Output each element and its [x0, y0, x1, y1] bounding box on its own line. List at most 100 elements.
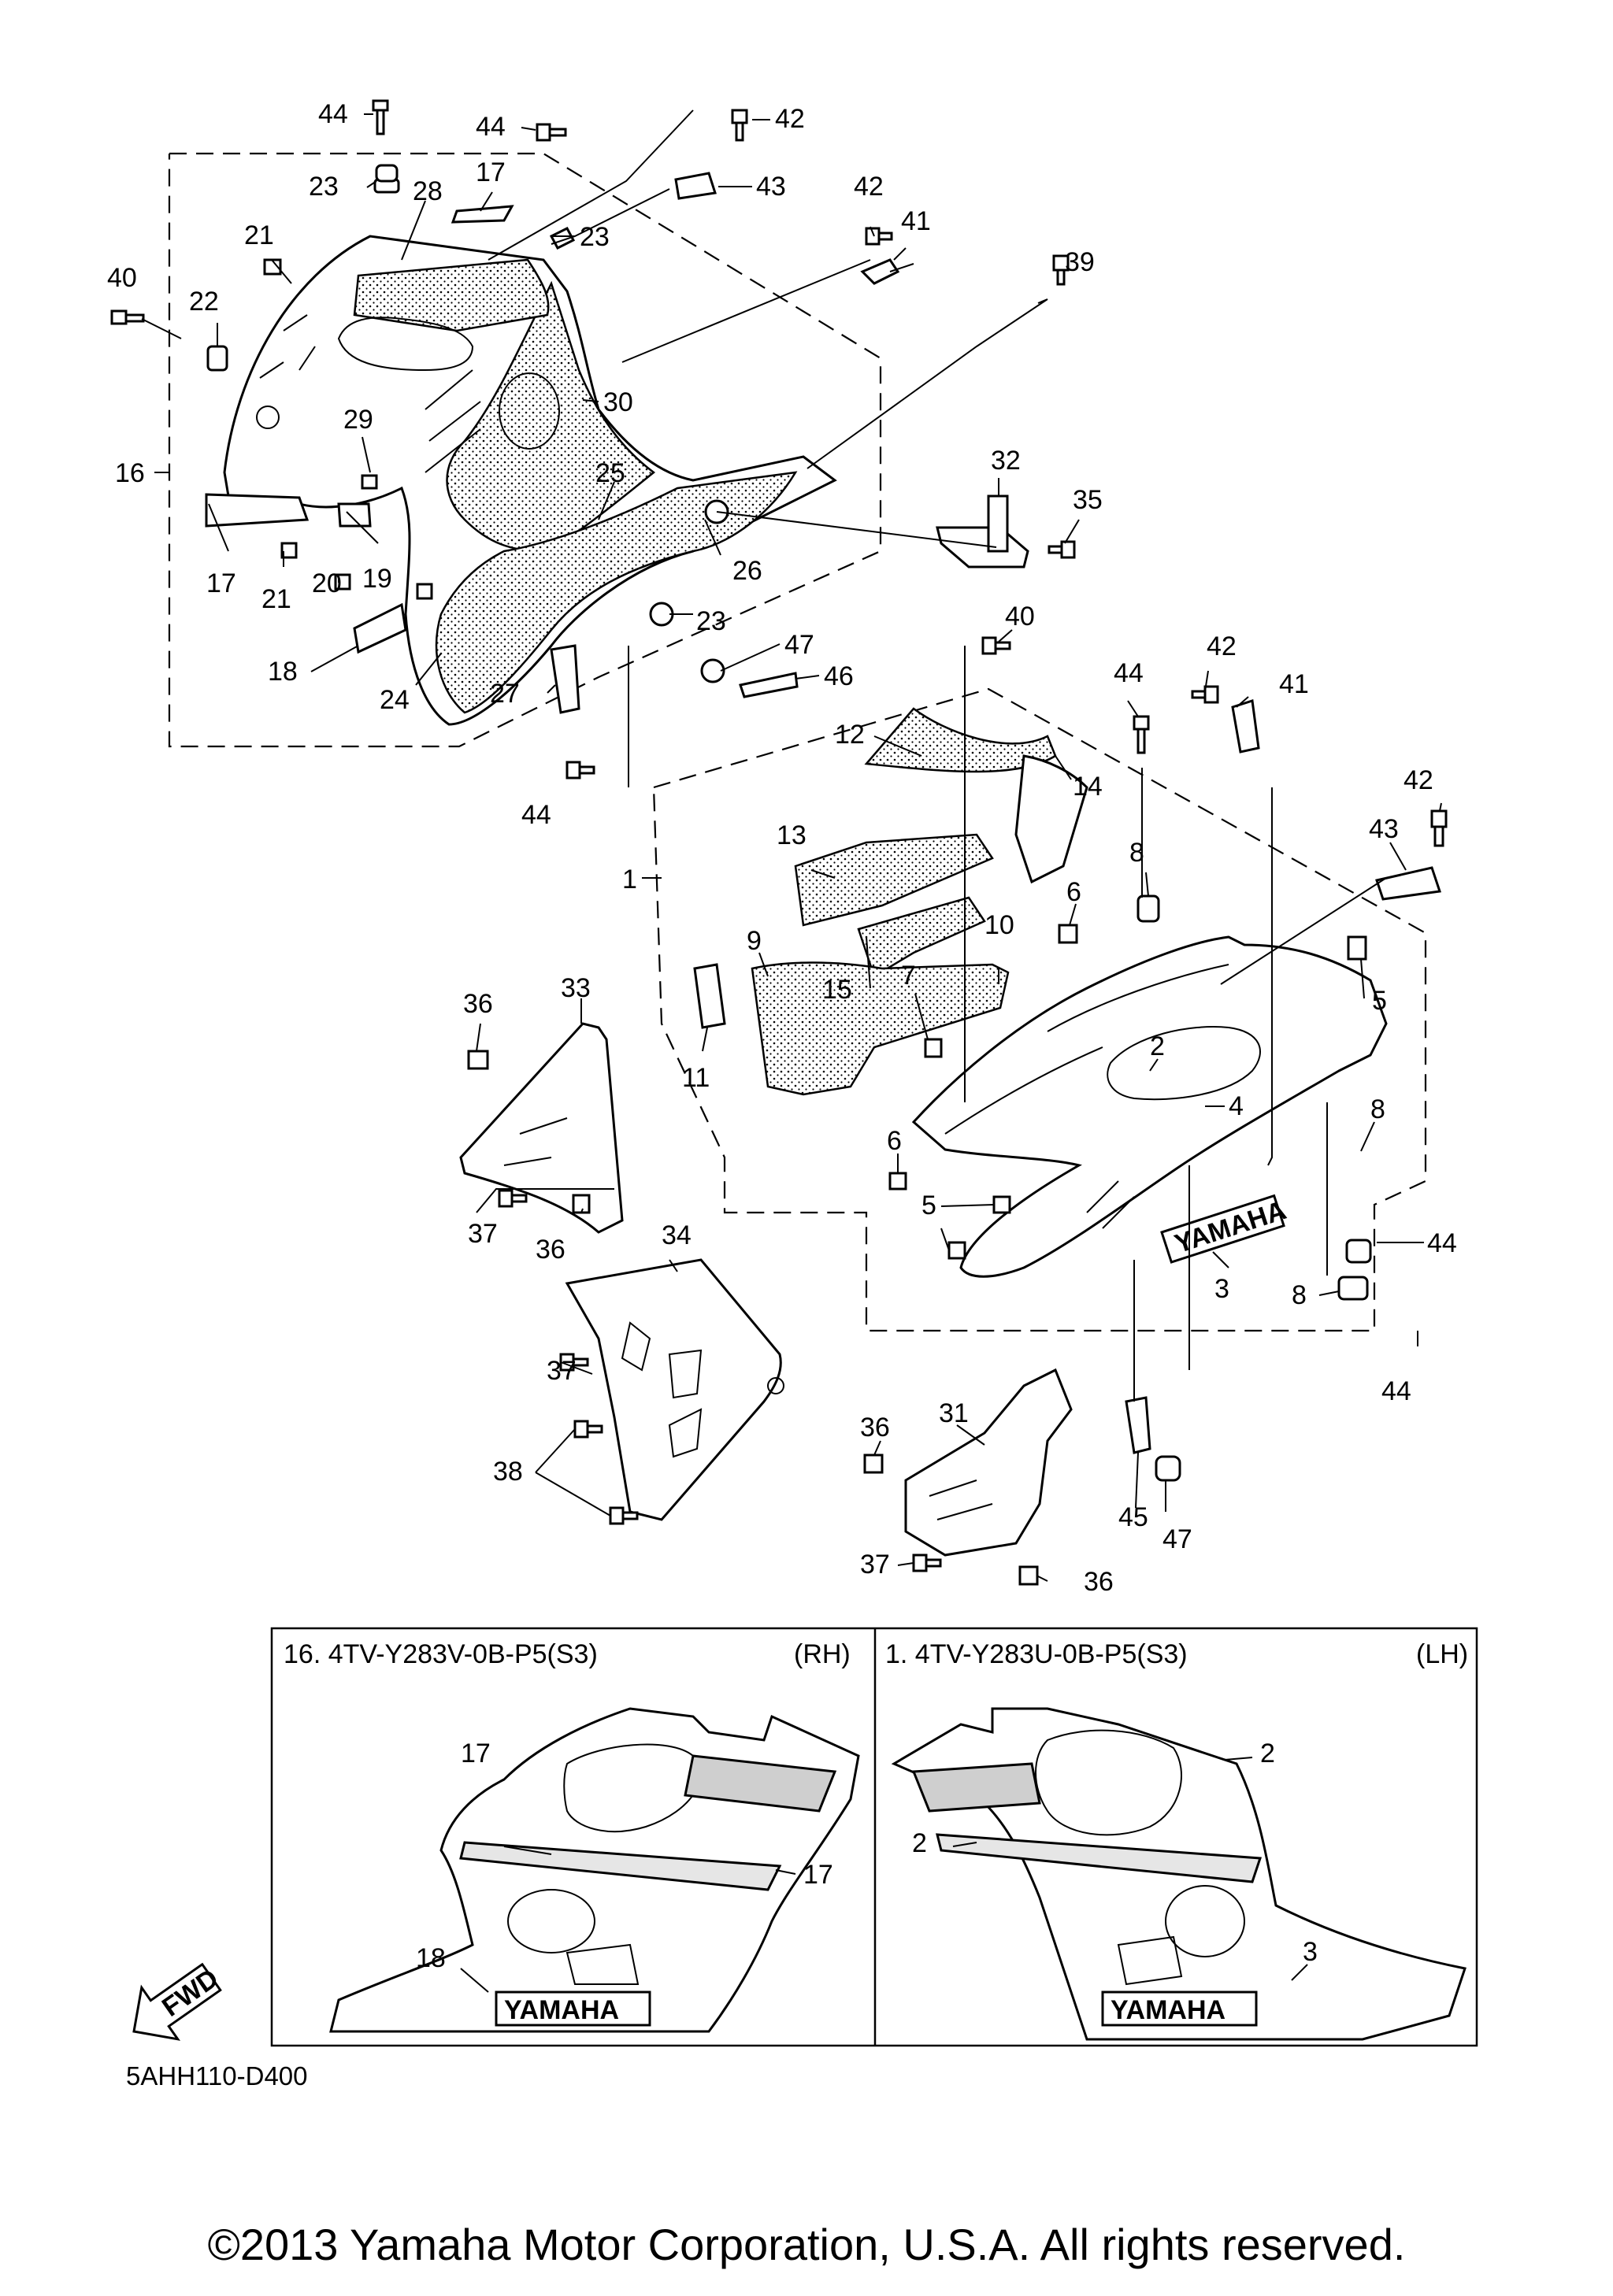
callout-44a: 44 — [318, 99, 348, 129]
callout-28: 28 — [413, 176, 443, 206]
callout-36c: 36 — [860, 1413, 890, 1442]
callout-6b: 6 — [887, 1126, 902, 1156]
callout-22: 22 — [189, 287, 219, 317]
callout-47b: 47 — [1162, 1524, 1192, 1554]
callout-37a: 37 — [468, 1219, 498, 1249]
callout-2b: 2 — [1260, 1739, 1275, 1768]
callout-39: 39 — [1065, 247, 1095, 277]
rh-decal-17-top — [451, 205, 514, 224]
callout-31: 31 — [939, 1398, 969, 1428]
rh-decal-18 — [353, 602, 407, 654]
callout-5b: 5 — [921, 1191, 936, 1220]
leader-lines — [141, 109, 1442, 1582]
callout-23b: 23 — [580, 222, 610, 252]
callout-43b: 43 — [1369, 814, 1399, 844]
callout-44b: 44 — [476, 112, 506, 142]
callout-47a: 47 — [784, 630, 814, 660]
callout-5a: 5 — [1372, 986, 1387, 1016]
callout-40a: 40 — [107, 263, 137, 293]
fwd-arrow-icon: FWD — [132, 1962, 224, 2041]
callout-19: 19 — [362, 564, 392, 594]
callout-17d: 17 — [803, 1860, 833, 1890]
callout-34: 34 — [662, 1220, 692, 1250]
callout-15: 15 — [822, 975, 852, 1005]
callout-24: 24 — [380, 685, 410, 715]
callout-46: 46 — [824, 661, 854, 691]
screw-icons — [110, 99, 1448, 847]
callout-41a: 41 — [901, 206, 931, 236]
lh-inner-panels — [693, 707, 1088, 1096]
callout-30: 30 — [603, 387, 633, 417]
inner-panel-31 — [498, 1189, 1181, 1586]
callout-33: 33 — [561, 973, 591, 1003]
callout-16: 16 — [115, 458, 145, 488]
callout-7: 7 — [901, 961, 916, 991]
callout-26: 26 — [732, 556, 762, 586]
callout-27: 27 — [490, 679, 520, 709]
callout-9: 9 — [747, 926, 762, 956]
rh-decal-19 — [337, 502, 372, 528]
callout-44d: 44 — [521, 800, 551, 830]
callout-18a: 18 — [268, 657, 298, 687]
callout-21b: 21 — [261, 584, 291, 614]
callout-38: 38 — [493, 1457, 523, 1487]
inner-panel-33 — [459, 1022, 624, 1234]
callout-3a: 3 — [1214, 1274, 1229, 1304]
rh-assembly-boundary — [168, 152, 882, 748]
callout-17a: 17 — [476, 157, 506, 187]
callout-18b: 18 — [416, 1943, 446, 1973]
callout-37c: 37 — [860, 1550, 890, 1579]
callout-13: 13 — [777, 820, 806, 850]
rh-box-side: (RH) — [794, 1639, 851, 1669]
rh-yamaha-text: YAMAHA — [504, 1995, 619, 2025]
callout-8c: 8 — [1292, 1280, 1307, 1310]
callout-42c: 42 — [1207, 631, 1237, 661]
callout-36d: 36 — [1084, 1567, 1114, 1597]
callout-45: 45 — [1118, 1502, 1148, 1532]
rh-cowling-16 — [223, 235, 837, 726]
callout-8b: 8 — [1370, 1094, 1385, 1124]
inner-panel-34 — [565, 1258, 784, 1521]
copyright-notice: ©2013 Yamaha Motor Corporation, U.S.A. A… — [207, 2220, 1406, 2269]
callout-44c: 44 — [1114, 658, 1144, 688]
callout-12: 12 — [835, 720, 865, 750]
rh-decal-view: YAMAHA 17 17 18 — [329, 1707, 860, 2033]
callout-44f: 44 — [1381, 1376, 1411, 1406]
callout-35: 35 — [1073, 485, 1103, 515]
rh-fasteners — [206, 164, 1029, 714]
lh-assembly-boundary — [652, 687, 1427, 1332]
callout-2a: 2 — [1150, 1031, 1165, 1061]
callout-32: 32 — [991, 446, 1021, 476]
callout-1: 1 — [622, 865, 637, 894]
callout-10: 10 — [984, 910, 1014, 940]
callout-40b: 40 — [1005, 602, 1035, 631]
callout-17b: 17 — [206, 568, 236, 598]
rh-box-title: 16. 4TV-Y283V-0B-P5(S3) — [284, 1639, 598, 1669]
lh-box-title: 1. 4TV-Y283U-0B-P5(S3) — [885, 1639, 1188, 1669]
callout-3b: 3 — [1303, 1937, 1318, 1967]
callout-4: 4 — [1229, 1091, 1244, 1121]
callout-2c: 2 — [912, 1828, 927, 1858]
callout-23c: 23 — [696, 606, 726, 636]
callout-37b: 37 — [547, 1356, 577, 1386]
callout-8a: 8 — [1129, 838, 1144, 868]
callout-6a: 6 — [1066, 877, 1081, 907]
callout-29: 29 — [343, 405, 373, 435]
callout-36b: 36 — [536, 1235, 565, 1265]
callout-23a: 23 — [309, 172, 339, 202]
lh-box-side: (LH) — [1416, 1639, 1468, 1669]
rh-decal-17-side — [205, 493, 310, 528]
decal-reference-boxes: 16. 4TV-Y283V-0B-P5(S3) (RH) 1. 4TV-Y283… — [270, 1627, 1478, 2047]
lh-yamaha-text: YAMAHA — [1111, 1995, 1226, 2025]
callout-43a: 43 — [756, 172, 786, 202]
lh-cowling-1: YAMAHA — [911, 935, 1388, 1278]
callout-44e: 44 — [1427, 1228, 1457, 1258]
callout-42d: 42 — [1403, 765, 1433, 795]
callout-20: 20 — [312, 568, 342, 598]
callout-41b: 41 — [1279, 669, 1309, 699]
callout-36a: 36 — [463, 989, 493, 1019]
callout-21a: 21 — [244, 220, 274, 250]
callout-42b: 42 — [854, 172, 884, 202]
diagram-code: 5AHH110-D400 — [126, 2061, 308, 2090]
